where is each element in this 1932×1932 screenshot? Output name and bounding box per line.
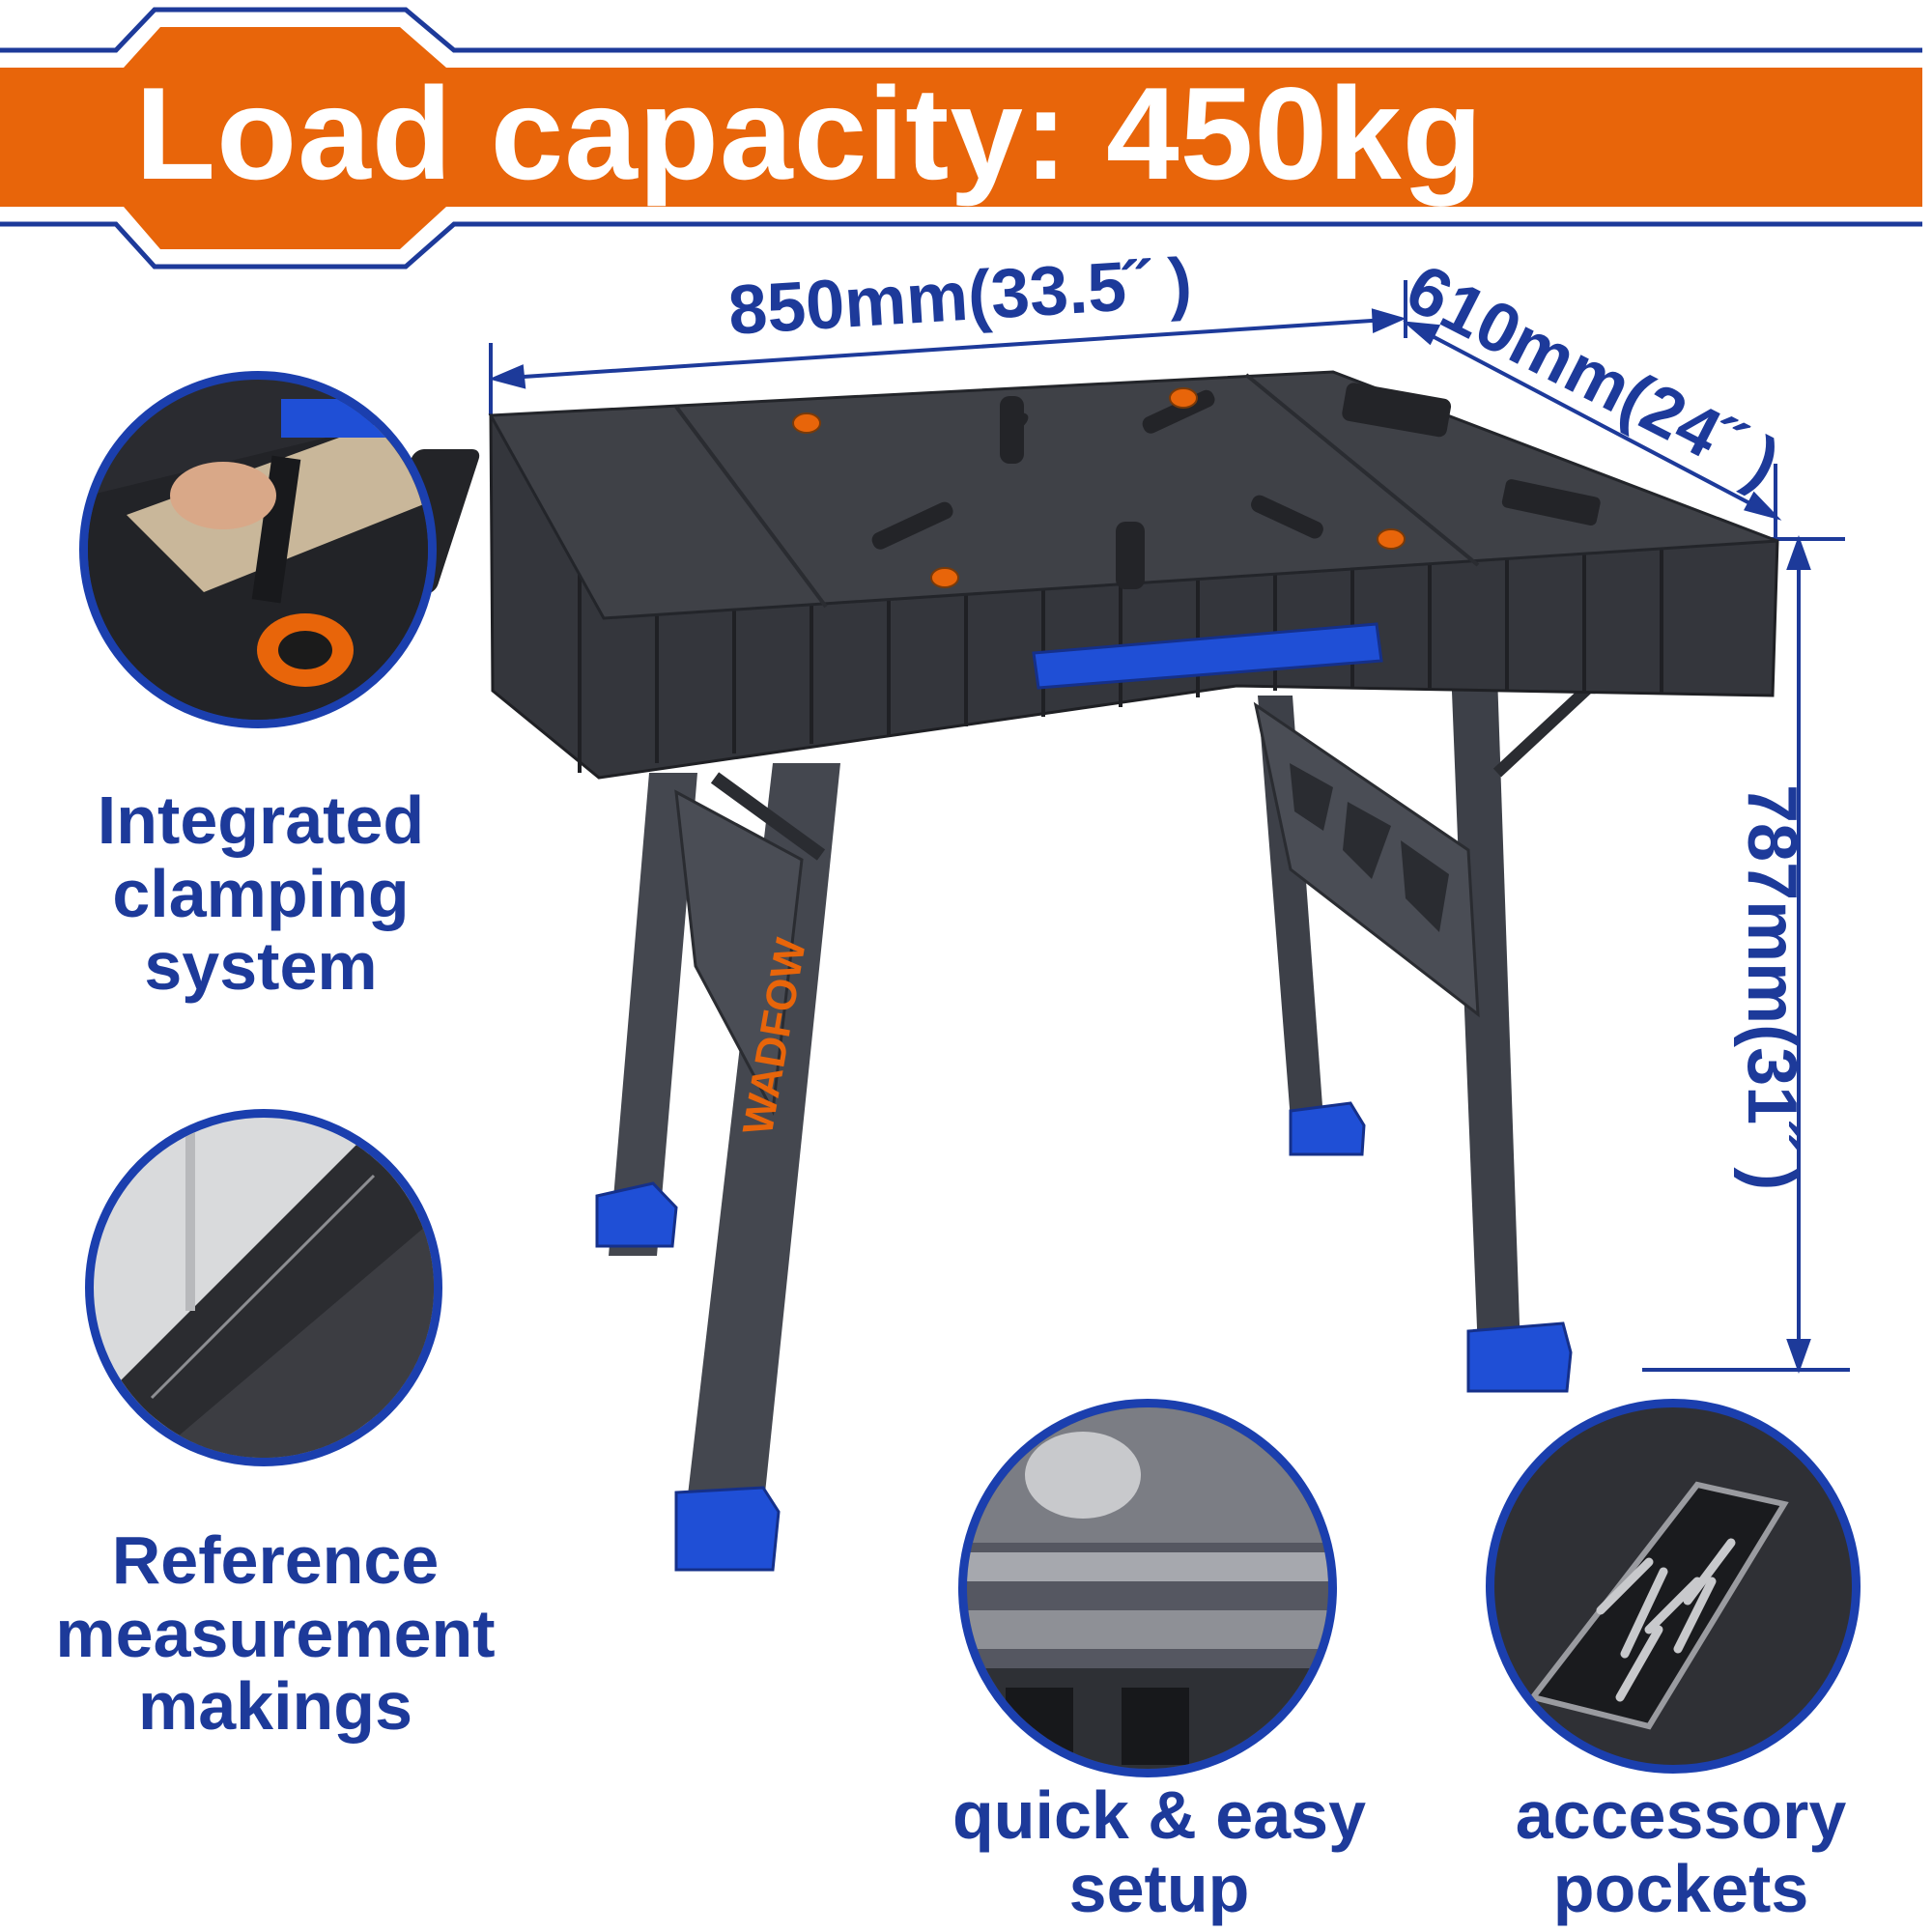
feature-label-setup: quick & easy setup [869,1777,1449,1926]
load-capacity-title: Load capacity: 450kg [135,60,1484,207]
feature-line: quick & easy [952,1777,1366,1853]
feature-line: Integrated [97,782,425,858]
feature-label-pockets: accessory pockets [1459,1777,1903,1926]
feature-line: system [144,928,378,1005]
banner-shape [0,7,1922,270]
feature-line: measurement [55,1595,496,1671]
feature-line: setup [1068,1850,1250,1926]
feature-label-clamping: Integrated clamping system [39,782,483,1005]
folding-frame-closeup-icon [958,1399,1337,1777]
feature-line: pockets [1552,1850,1809,1926]
screws-pocket-closeup-icon [1486,1399,1861,1774]
ruler-closeup-icon [85,1109,442,1466]
feature-line: accessory [1515,1777,1847,1853]
clamp-closeup-icon [79,371,437,728]
feature-line: makings [138,1668,412,1745]
feature-label-measurement: Reference measurement makings [10,1522,541,1745]
feature-line: clamping [112,855,410,931]
feature-line: Reference [111,1522,440,1598]
